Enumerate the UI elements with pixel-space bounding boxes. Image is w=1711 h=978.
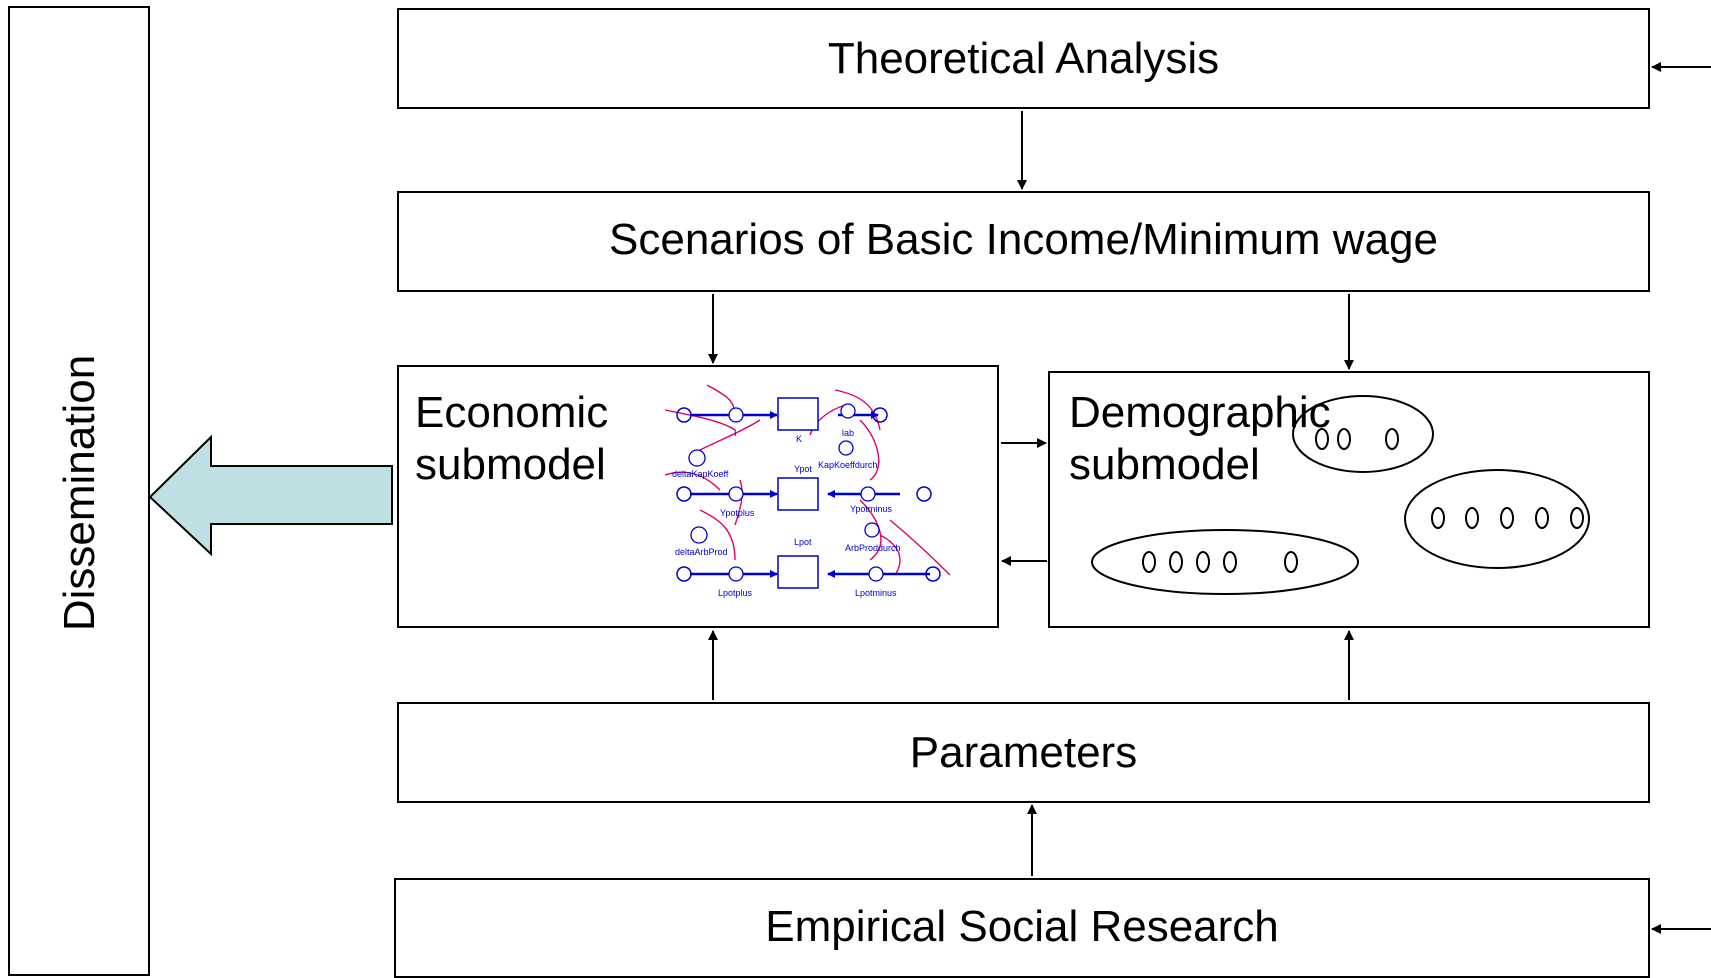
person-circle: [1315, 428, 1329, 450]
population-group-3: [1091, 529, 1359, 595]
stock-Ypot: [777, 477, 819, 511]
dissemination-box: Dissemination: [8, 6, 150, 976]
theoretical-analysis-box: Theoretical Analysis: [397, 8, 1650, 109]
sf-label-deltaArbProd: deltaArbProd: [675, 547, 728, 557]
sf-label-KapKoeffdurch: KapKoeffdurch: [818, 460, 877, 470]
sf-label-Ypotplus: Ypotplus: [720, 508, 755, 518]
dissemination-arrow: [148, 434, 393, 557]
person-circle: [1385, 428, 1399, 450]
demographic-line2: submodel: [1069, 440, 1260, 489]
population-group-1: [1292, 395, 1434, 473]
person-circle: [1169, 551, 1183, 573]
sf-label-I: I: [734, 428, 737, 438]
person-circle: [1465, 507, 1479, 529]
economic-line2: submodel: [415, 440, 606, 489]
theoretical-analysis-label: Theoretical Analysis: [827, 34, 1220, 83]
stock-Lpot: [777, 555, 819, 589]
stock-flow-diagram: I K lab deltaKapKoeff Ypot KapKoeffdurch…: [664, 384, 951, 598]
population-group-2: [1404, 469, 1590, 569]
sf-label-lab: lab: [842, 428, 854, 438]
stock-flow-labels: I K lab deltaKapKoeff Ypot KapKoeffdurch…: [672, 428, 901, 598]
scenarios-label: Scenarios of Basic Income/Minimum wage: [609, 215, 1438, 264]
demographic-line1: Demographic: [1069, 388, 1331, 437]
cloud-icons: [676, 407, 941, 582]
parameters-box: Parameters: [397, 702, 1650, 803]
person-circle: [1431, 507, 1445, 529]
economic-submodel-box: Economic submodel: [397, 365, 999, 628]
sf-label-Ypotminus: Ypotminus: [850, 504, 892, 514]
sf-label-Lpotplus: Lpotplus: [718, 588, 753, 598]
person-circle: [1142, 551, 1156, 573]
sf-label-Lpotminus: Lpotminus: [855, 588, 897, 598]
empirical-research-box: Empirical Social Research: [394, 878, 1650, 978]
valve-circles: [688, 403, 884, 582]
person-circle: [1570, 507, 1584, 529]
stock-K: [777, 397, 819, 431]
economic-submodel-title: Economic submodel: [415, 387, 608, 491]
person-circle: [1284, 551, 1298, 573]
person-circle: [1223, 551, 1237, 573]
person-circle: [1535, 507, 1549, 529]
sf-label-Ypot: Ypot: [794, 464, 812, 474]
causal-links: [664, 384, 951, 576]
sf-label-Lpot: Lpot: [794, 537, 812, 547]
parameters-label: Parameters: [909, 728, 1138, 777]
person-circle: [1337, 428, 1351, 450]
scenarios-box: Scenarios of Basic Income/Minimum wage: [397, 191, 1650, 292]
economic-line1: Economic: [415, 388, 609, 437]
person-circle: [1196, 551, 1210, 573]
empirical-research-label: Empirical Social Research: [765, 902, 1279, 951]
stock-boxes: [777, 397, 819, 589]
person-circle: [1500, 507, 1514, 529]
demographic-submodel-box: Demographic submodel: [1048, 371, 1650, 628]
sf-label-ArbProddurch: ArbProddurch: [845, 543, 901, 553]
demographic-submodel-title: Demographic submodel: [1069, 387, 1331, 491]
sf-label-K: K: [796, 434, 802, 444]
sf-label-deltaKapKoeff: deltaKapKoeff: [672, 469, 729, 479]
